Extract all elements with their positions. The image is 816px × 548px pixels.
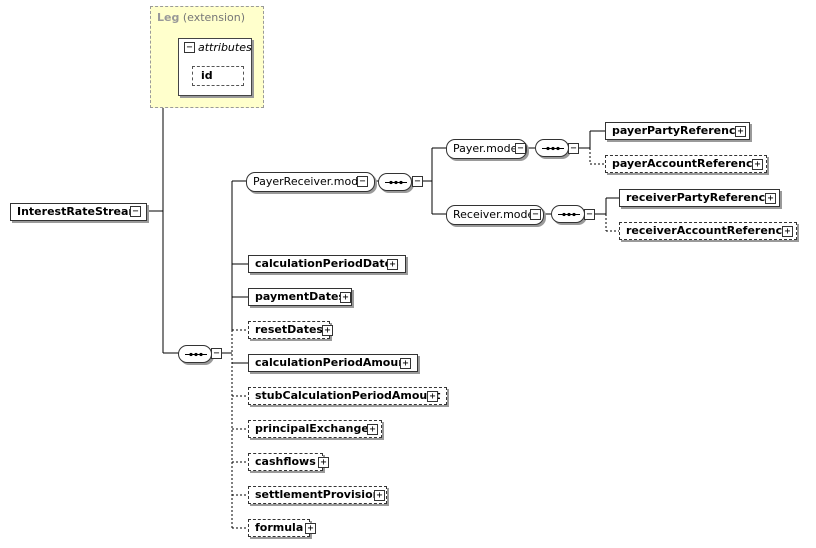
root-element[interactable]: InterestRateStream [10, 203, 147, 221]
group-payer-toggle[interactable]: − [515, 143, 526, 154]
element-payer-account-reference[interactable]: payerAccountReference [605, 155, 767, 173]
attribute-id[interactable]: id [192, 66, 244, 86]
element-principal-exchanges[interactable]: principalExchanges [248, 420, 383, 438]
element-settlement-provision[interactable]: settlementProvision [248, 486, 388, 504]
receiver-sequence-toggle[interactable]: − [584, 209, 595, 220]
attributes-toggle[interactable]: − [184, 42, 195, 53]
element-payer-party-reference[interactable]: payerPartyReference [605, 122, 750, 140]
element-receiver-party-reference[interactable]: receiverPartyReference [619, 189, 780, 207]
element-calculation-period-amount[interactable]: calculationPeriodAmount [248, 354, 419, 372]
group-payer[interactable]: Payer.model [446, 139, 528, 159]
group-payer-receiver[interactable]: PayerReceiver.model [246, 172, 376, 192]
sequence-icon [385, 180, 407, 185]
sequence-compositor[interactable] [178, 345, 212, 363]
settlement-provision-toggle[interactable]: + [374, 490, 385, 501]
calculation-period-dates-toggle[interactable]: + [387, 259, 398, 270]
attributes-header: attributes [198, 41, 252, 54]
receiver-sequence[interactable] [551, 205, 585, 223]
element-payment-dates[interactable]: paymentDates [248, 288, 352, 306]
formula-toggle[interactable]: + [305, 523, 316, 534]
sequence-icon [558, 212, 580, 217]
receiver-party-reference-toggle[interactable]: + [765, 193, 776, 204]
payer-receiver-sequence-toggle[interactable]: − [412, 176, 423, 187]
extension-name: Leg [157, 11, 180, 24]
receiver-account-reference-toggle[interactable]: + [782, 226, 793, 237]
payer-receiver-sequence[interactable] [378, 173, 412, 191]
extension-label: Leg (extension) [157, 11, 245, 24]
element-calculation-period-dates[interactable]: calculationPeriodDates [248, 255, 406, 273]
sequence-icon [542, 146, 564, 151]
element-stub-calculation-period-amount[interactable]: stubCalculationPeriodAmount [248, 387, 448, 405]
stub-calculation-period-amount-toggle[interactable]: + [427, 391, 438, 402]
sequence-toggle[interactable]: − [211, 348, 222, 359]
payment-dates-toggle[interactable]: + [340, 292, 351, 303]
group-payer-receiver-toggle[interactable]: − [357, 176, 368, 187]
principal-exchanges-toggle[interactable]: + [367, 424, 378, 435]
payer-account-reference-toggle[interactable]: + [752, 159, 763, 170]
sequence-icon [185, 352, 207, 357]
element-cashflows[interactable]: cashflows [248, 453, 323, 471]
cashflows-toggle[interactable]: + [318, 457, 329, 468]
element-receiver-account-reference[interactable]: receiverAccountReference [619, 222, 797, 240]
group-receiver[interactable]: Receiver.model [446, 205, 545, 225]
payer-sequence[interactable] [535, 139, 569, 157]
root-toggle[interactable]: − [130, 206, 141, 217]
element-formula[interactable]: formula [248, 519, 311, 537]
element-reset-dates[interactable]: resetDates [248, 321, 330, 339]
payer-party-reference-toggle[interactable]: + [735, 126, 746, 137]
extension-suffix: (extension) [182, 11, 246, 24]
payer-sequence-toggle[interactable]: − [568, 143, 579, 154]
calculation-period-amount-toggle[interactable]: + [400, 358, 411, 369]
group-receiver-toggle[interactable]: − [530, 209, 541, 220]
reset-dates-toggle[interactable]: + [322, 325, 333, 336]
